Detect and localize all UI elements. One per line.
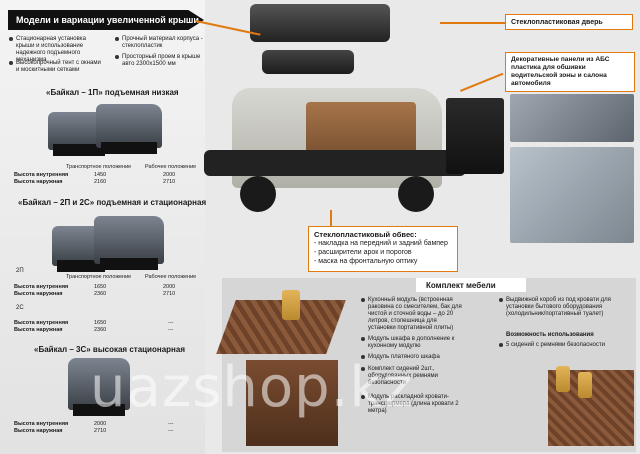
feature-4: Просторный проем в крыше авто 2300x1500 … — [115, 54, 204, 68]
feature-1: Стационарная установка крыши и использов… — [9, 36, 102, 64]
col-work: Рабочее положение — [145, 164, 197, 170]
col-transport: Транспортное положение — [66, 274, 132, 280]
door-callout: Стеклопластиковая дверь — [505, 14, 633, 30]
row-label: Высота внутренняя — [14, 421, 69, 427]
bed-module-image — [246, 360, 338, 446]
bodykit-item: - накладка на передний и задний бампер — [314, 240, 448, 247]
roof-image — [250, 4, 390, 42]
col-transport: Транспортное положение — [66, 164, 132, 170]
furniture-item: Возможность использования — [506, 332, 594, 338]
cabin-photo — [510, 147, 634, 243]
bodykit-title: Стеклопластиковый обвес: — [314, 230, 417, 239]
connector-line — [460, 72, 504, 92]
value: 2000 — [163, 172, 176, 178]
value: 2710 — [163, 291, 176, 297]
variant-label: 2П — [16, 268, 24, 274]
value: --- — [168, 327, 174, 333]
roof-image — [262, 50, 354, 74]
variant-label: 2С — [16, 305, 24, 311]
wheel-image — [398, 176, 434, 212]
kitchen-module-image — [216, 300, 346, 354]
value: --- — [168, 320, 174, 326]
row-label: Высота внутренняя — [14, 172, 69, 178]
furniture-item: Модуль шкафа в дополнение к кухонному мо… — [361, 336, 464, 350]
seat-image — [556, 366, 570, 392]
van-image — [94, 216, 164, 270]
connector-line — [330, 210, 332, 226]
panels-callout: Декоративные панели из АБС пластика для … — [505, 52, 635, 92]
furniture-item: 5 сидений с ремнями безопасности — [499, 342, 628, 349]
value: --- — [168, 428, 174, 434]
van-image — [96, 104, 162, 154]
watermark: uazshop.kz — [90, 355, 414, 420]
row-label: Высота наружная — [14, 291, 63, 297]
value: 2000 — [163, 284, 176, 290]
bodykit-callout: Стеклопластиковый обвес: - накладка на п… — [308, 226, 458, 272]
row-label: Высота внутренняя — [14, 284, 69, 290]
furniture-item: Комплект сидений 2шт., оборудованных рем… — [361, 366, 464, 387]
value: 2710 — [94, 428, 107, 434]
value: --- — [168, 421, 174, 427]
model-1-title: «Байкал – 1П» подъемная низкая — [46, 88, 179, 97]
seat-image — [282, 290, 300, 320]
dashboard-photo — [510, 94, 634, 142]
furniture-item: Модуль раскладной кровати-трансформера (… — [361, 394, 464, 415]
furniture-item: Модуль платяного шкафа — [361, 354, 464, 361]
van-image — [68, 358, 130, 416]
feature-3: Прочный материал корпуса - стеклопластик — [115, 36, 204, 50]
section-title: Модели и вариации увеличенной крыши — [8, 10, 204, 30]
furniture-item: Выдвижной короб из под кровати для устан… — [499, 297, 628, 318]
value: 2000 — [94, 421, 107, 427]
seat-image — [578, 372, 592, 398]
bodykit-item: - маска на фронтальную оптику — [314, 258, 418, 265]
wheel-image — [240, 176, 276, 212]
feature-2: Высокопрочный тент с окнами и москитными… — [9, 60, 102, 74]
row-label: Высота внутренняя — [14, 320, 69, 326]
row-label: Высота наружная — [14, 179, 63, 185]
bodykit-item: - расширители арок и порогов — [314, 249, 412, 256]
door-image — [446, 98, 504, 174]
row-label: Высота наружная — [14, 327, 63, 333]
value: 2160 — [94, 179, 107, 185]
value: 1650 — [94, 320, 107, 326]
bumper-image — [204, 150, 466, 176]
model-2-title: «Байкал – 2П и 2С» подъемная и стационар… — [18, 198, 207, 207]
row-label: Высота наружная — [14, 428, 63, 434]
value: 1450 — [94, 172, 107, 178]
connector-line — [440, 22, 506, 24]
col-work: Рабочее положение — [145, 274, 197, 280]
furniture-title: Комплект мебели — [416, 278, 526, 292]
value: 2360 — [94, 291, 107, 297]
model-3-title: «Байкал – 3С» высокая стационарная — [34, 345, 185, 354]
value: 1650 — [94, 284, 107, 290]
value: 2710 — [163, 179, 176, 185]
furniture-item: Кухонный модуль (встроенная раковина со … — [361, 297, 464, 332]
value: 2360 — [94, 327, 107, 333]
